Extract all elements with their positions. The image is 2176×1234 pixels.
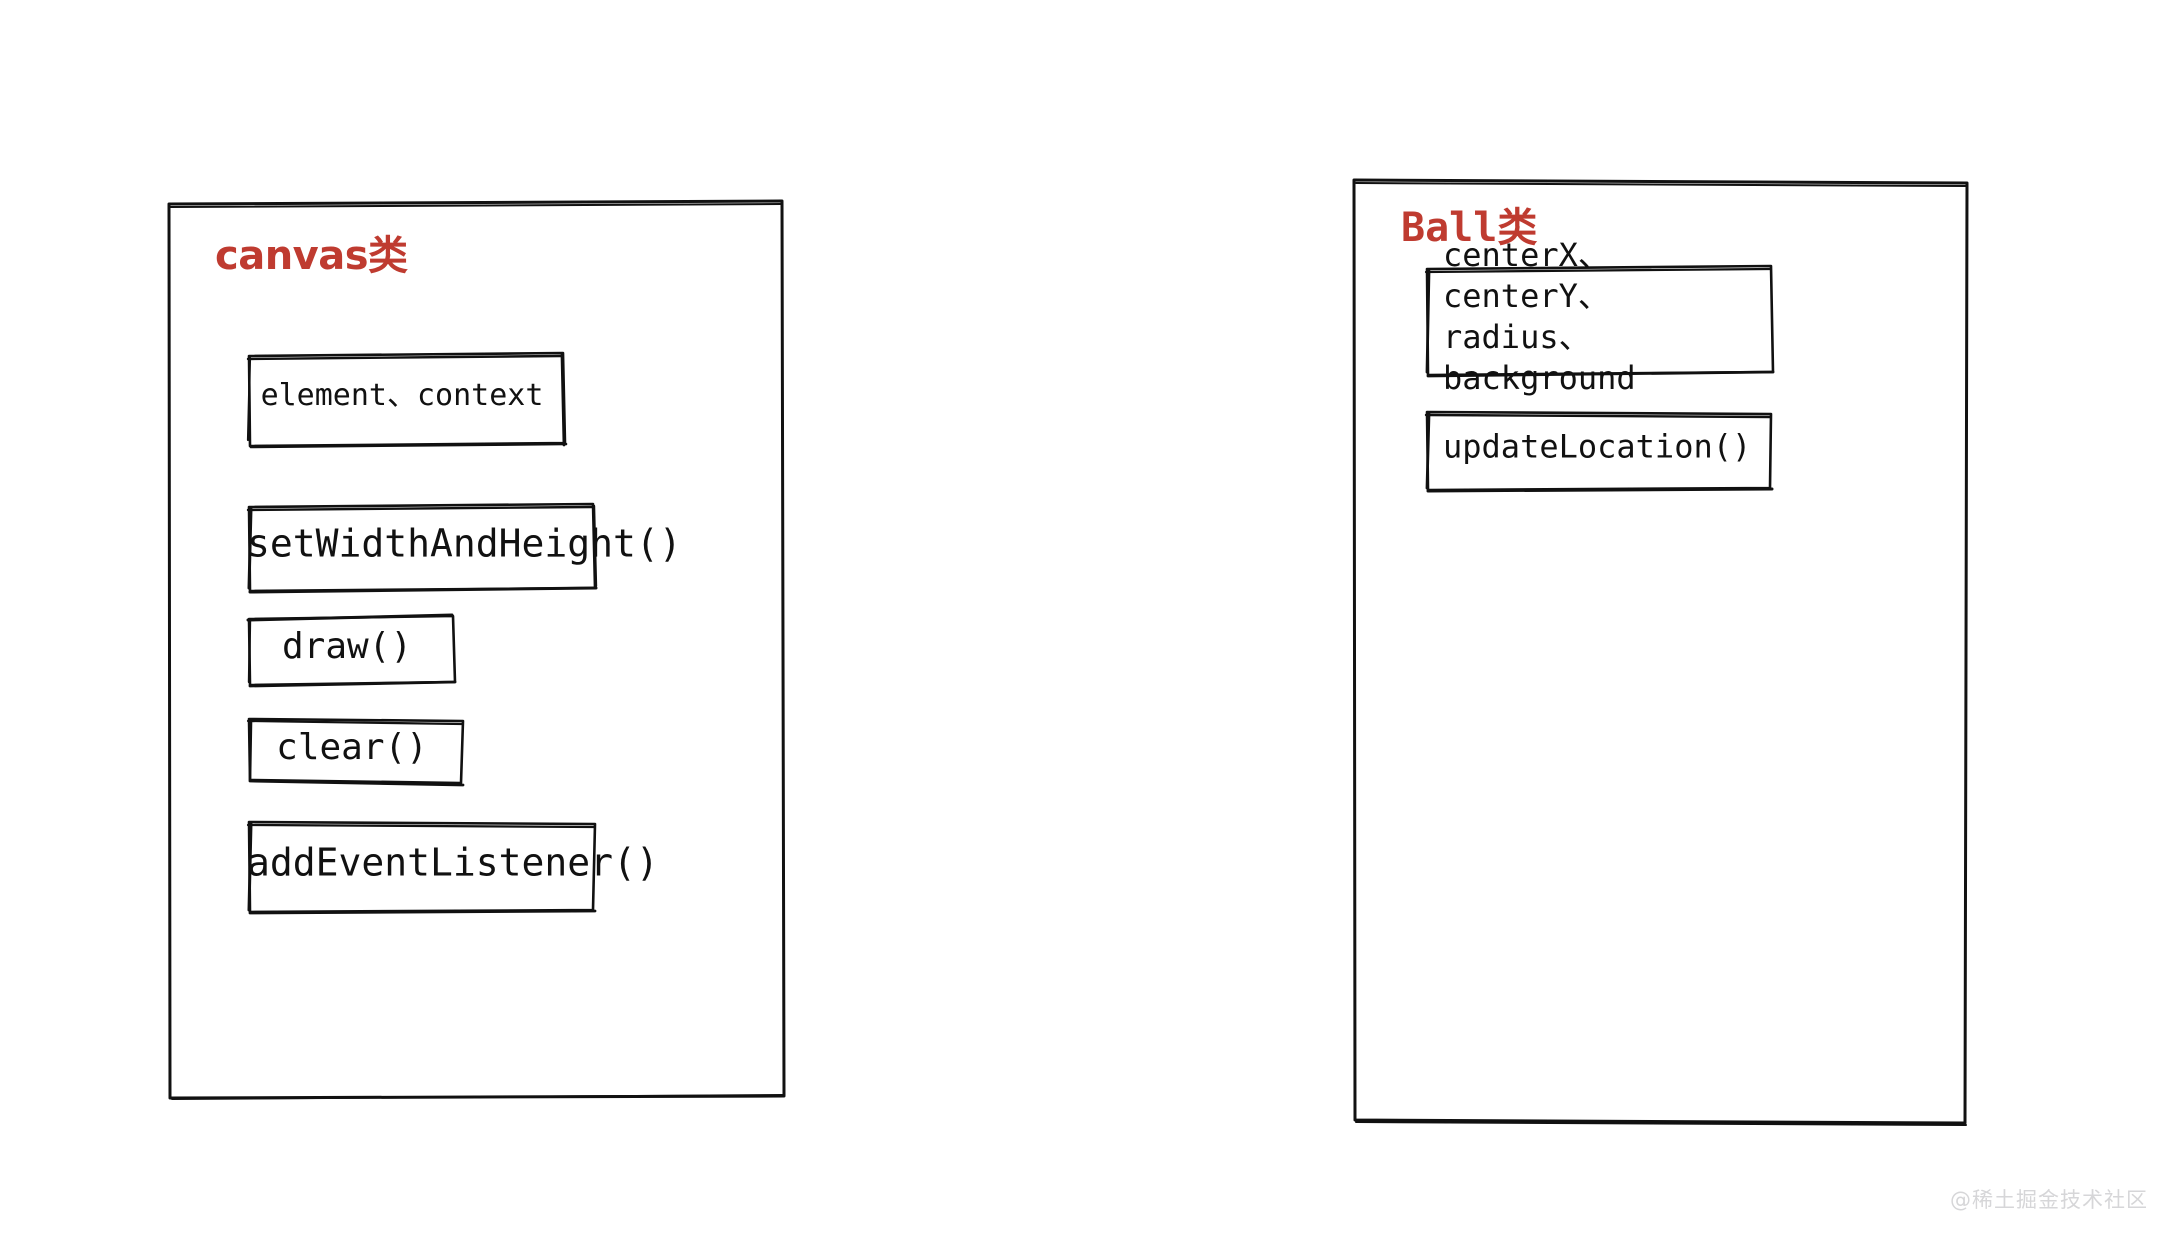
member-clear-label: clear(): [276, 726, 428, 768]
class-container-canvas[interactable]: canvas类 element、context: [167, 199, 786, 1100]
member-add-event-listener[interactable]: addEventListener(): [246, 820, 659, 915]
member-ball-properties-label: centerX、centerY、 radius、background: [1443, 236, 1636, 397]
watermark: @稀土掘金技术社区: [1950, 1188, 2148, 1212]
member-add-event-listener-label: addEventListener(): [247, 840, 659, 885]
member-element-context-label: element、context: [260, 377, 544, 413]
member-set-width-and-height[interactable]: setWidthAndHeight(): [246, 502, 682, 594]
member-draw[interactable]: draw(): [246, 613, 457, 688]
member-clear[interactable]: clear(): [246, 717, 465, 787]
member-element-context[interactable]: element、context: [246, 351, 568, 449]
member-update-location-label: updateLocation(): [1443, 427, 1752, 466]
class-container-ball[interactable]: Ball类 centerX、centerY、 radius、background: [1352, 178, 1969, 1126]
member-ball-properties[interactable]: centerX、centerY、 radius、background: [1424, 236, 1775, 397]
member-draw-label: draw(): [281, 625, 413, 667]
class-title-ball: Ball类: [1401, 205, 1538, 251]
class-title-canvas: canvas类: [215, 233, 408, 279]
member-set-width-and-height-label: setWidthAndHeight(): [247, 521, 682, 566]
member-update-location[interactable]: updateLocation(): [1424, 410, 1774, 493]
